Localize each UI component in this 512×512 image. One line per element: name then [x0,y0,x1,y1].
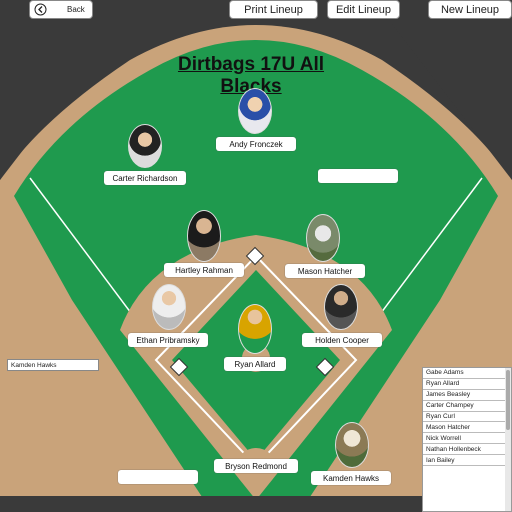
roster-list[interactable]: Gabe Adams Ryan Allard James Beasley Car… [422,367,512,512]
list-item[interactable]: Nathan Hollenbeck [423,444,511,456]
list-item[interactable]: Mason Hatcher [423,422,511,434]
third-base-label[interactable]: Ethan Pribramsky [128,333,208,347]
new-lineup-button[interactable]: New Lineup [428,0,512,19]
player-photo-first-base [324,284,358,330]
catcher-label[interactable]: Bryson Redmond [214,459,298,473]
back-arrow-icon [34,3,47,16]
second-base [245,246,265,266]
player-photo-second-base [306,214,340,262]
player-photo-extra-right [335,422,369,468]
extra-right-label[interactable]: Kamden Hawks [311,471,391,485]
shortstop-label[interactable]: Hartley Rahman [164,263,244,277]
left-field-label[interactable]: Carter Richardson [104,171,186,185]
list-item[interactable]: James Beasley [423,390,511,401]
back-label: Back [67,5,85,14]
list-item[interactable]: Ian Bailey [423,455,511,467]
player-photo-third-base [152,284,186,330]
list-item[interactable]: Ryan Allard [423,379,511,390]
player-photo-left-field [128,124,162,168]
third-base [169,357,189,377]
center-field-label[interactable]: Andy Fronczek [216,137,296,151]
team-title: Dirtbags 17U All Blacks [177,54,325,97]
pitcher-label[interactable]: Ryan Allard [224,357,286,371]
player-photo-pitcher [238,304,272,354]
bottom-dark-band [0,496,512,512]
list-item[interactable]: Gabe Adams [423,368,511,379]
list-item[interactable]: Carter Champey [423,401,511,412]
bench-player-field[interactable]: Kamden Hawks [7,359,99,371]
right-field-label[interactable] [318,169,398,183]
roster-scrollbar[interactable] [505,368,511,511]
first-base [315,357,335,377]
left-dark-area [0,0,120,180]
list-item[interactable]: Nick Worrell [423,433,511,445]
print-lineup-button[interactable]: Print Lineup [229,0,318,19]
roster-scroll-thumb[interactable] [506,370,510,430]
second-base-label[interactable]: Mason Hatcher [285,264,365,278]
player-photo-shortstop [187,210,221,262]
extra-left-label[interactable] [118,470,198,484]
list-item[interactable]: Ryan Curl [423,412,511,423]
right-dark-area [392,0,512,180]
player-photo-center-field [238,88,272,134]
first-base-label[interactable]: Holden Cooper [302,333,382,347]
back-button[interactable]: Back [29,0,93,19]
edit-lineup-button[interactable]: Edit Lineup [327,0,400,19]
